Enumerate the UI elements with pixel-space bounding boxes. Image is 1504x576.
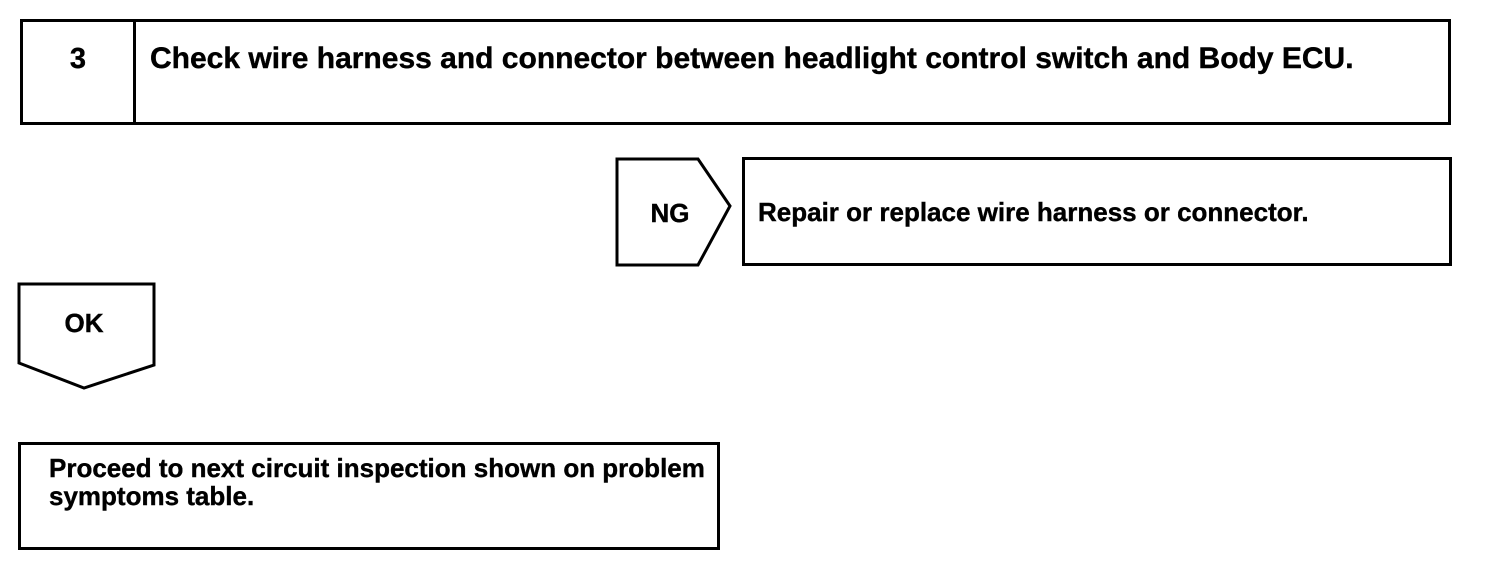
ng-result-box: Repair or replace wire harness or connec…: [742, 157, 1452, 266]
ng-label: NG: [650, 198, 690, 228]
ok-result-box: Proceed to next circuit inspection shown…: [18, 442, 720, 550]
ok-arrow-shape: [17, 282, 156, 390]
ok-label: OK: [64, 308, 104, 338]
step-number: 3: [69, 43, 87, 75]
ng-result-text: Repair or replace wire harness or connec…: [758, 197, 1309, 227]
step-number-cell: 3: [23, 22, 136, 122]
step-box: 3 Check wire harness and connector betwe…: [20, 19, 1451, 125]
ok-result-text: Proceed to next circuit inspection shown…: [49, 453, 705, 511]
ng-arrow-shape: [615, 157, 732, 267]
step-title: Check wire harness and connector between…: [150, 42, 1354, 75]
